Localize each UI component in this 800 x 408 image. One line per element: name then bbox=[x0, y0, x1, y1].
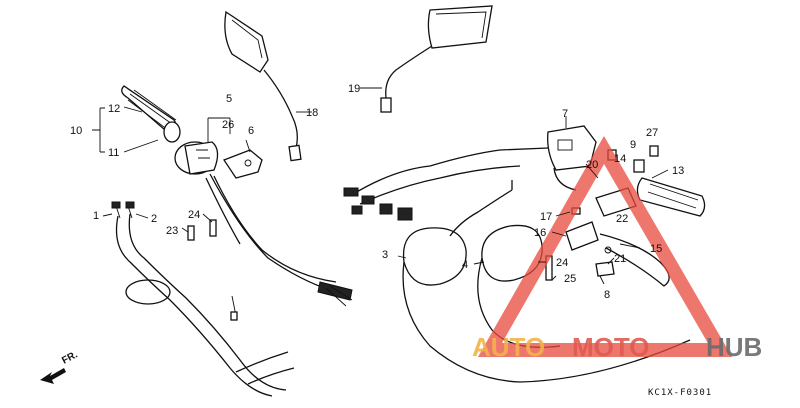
callout-bracket-10 bbox=[92, 106, 159, 153]
right-mirror bbox=[360, 5, 493, 113]
callout-11: 11 bbox=[108, 147, 119, 159]
leader-lines bbox=[102, 163, 669, 285]
callout-5: 5 bbox=[226, 93, 232, 105]
callout-20: 20 bbox=[586, 159, 598, 171]
watermark-text: AUTO MOTO HUB bbox=[472, 332, 762, 362]
callout-10: 10 bbox=[70, 125, 82, 137]
callout-13: 13 bbox=[672, 165, 684, 177]
callout-7: 7 bbox=[562, 108, 568, 120]
callout-25: 25 bbox=[564, 273, 576, 285]
center-harness bbox=[343, 147, 549, 221]
left-switch-harness bbox=[205, 173, 353, 307]
left-mirror bbox=[224, 10, 312, 162]
diagram-code: KC1X-F0301 bbox=[648, 388, 712, 398]
callout-21: 21 bbox=[614, 253, 626, 265]
callout-labels: 1 2 3 4 5 6 7 8 9 10 11 12 13 14 15 16 1… bbox=[70, 83, 684, 301]
callout-24-right: 24 bbox=[556, 257, 568, 269]
direction-label: FR. bbox=[60, 349, 80, 366]
callout-12: 12 bbox=[108, 103, 120, 115]
callout-14: 14 bbox=[614, 153, 626, 165]
throttle-cables bbox=[111, 201, 295, 397]
callout-19: 19 bbox=[348, 83, 360, 95]
callout-4: 4 bbox=[462, 259, 468, 271]
callout-18: 18 bbox=[306, 107, 318, 119]
callout-16: 16 bbox=[534, 227, 546, 239]
left-switch-housing bbox=[174, 117, 263, 179]
right-switch-housing bbox=[547, 116, 597, 191]
callout-17: 17 bbox=[540, 211, 552, 223]
watermark-triangle bbox=[477, 135, 733, 357]
callout-8: 8 bbox=[604, 289, 610, 301]
right-grip bbox=[636, 177, 706, 217]
watermark-moto: MOTO bbox=[572, 332, 650, 362]
callout-1: 1 bbox=[93, 210, 99, 222]
callout-9: 9 bbox=[630, 139, 636, 151]
callout-22: 22 bbox=[616, 213, 628, 225]
watermark-hub: HUB bbox=[706, 332, 762, 362]
front-direction-indicator: FR. bbox=[40, 349, 80, 384]
callout-3: 3 bbox=[382, 249, 388, 261]
callout-6: 6 bbox=[248, 125, 254, 137]
lever-assembly bbox=[545, 145, 670, 287]
callout-23: 23 bbox=[166, 225, 178, 237]
screws-left bbox=[187, 219, 238, 321]
callout-24-left: 24 bbox=[188, 209, 200, 221]
watermark-auto: AUTO bbox=[472, 332, 545, 362]
callout-27: 27 bbox=[646, 127, 658, 139]
left-grip bbox=[121, 85, 181, 143]
callout-15: 15 bbox=[650, 243, 662, 255]
callout-26: 26 bbox=[222, 119, 234, 131]
callout-2: 2 bbox=[151, 213, 157, 225]
